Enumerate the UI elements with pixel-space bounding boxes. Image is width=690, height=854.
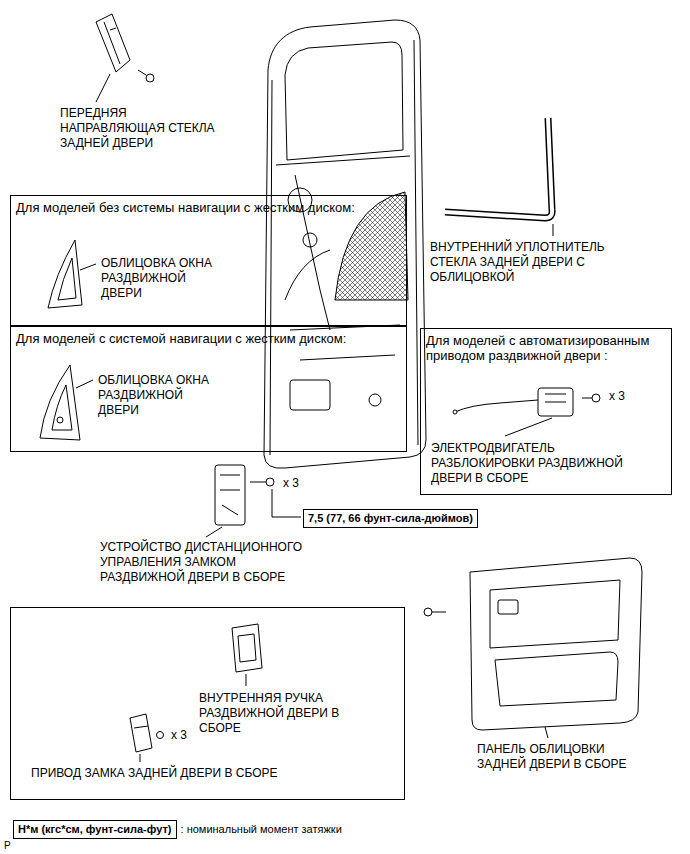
release-motor-shape [592, 394, 600, 402]
release-motor [453, 388, 600, 436]
lock-remote-control-shape [266, 478, 274, 486]
node-text: x 3 [609, 389, 625, 404]
node-text: x 3 [171, 728, 187, 743]
part-label: : номинальный момент затяжки [181, 822, 342, 837]
node-text: ЭЛЕКТРОДВИГАТЕЛЬ РАЗБЛОКИРОВКИ РАЗДВИЖНО… [431, 441, 631, 486]
lock-actuator-shape [130, 714, 152, 752]
lock-remote-control-shape [215, 465, 245, 525]
node-text: Для моделей с системой навигации с жестк… [16, 331, 401, 346]
release-motor-shape [538, 388, 573, 416]
front-glass-guide-shape [96, 14, 130, 72]
front-glass-guide [96, 14, 154, 102]
release-motor-shape [582, 398, 592, 399]
variant-box: Для моделей с автоматизированным приводо… [420, 328, 672, 495]
part-label: УСТРОЙСТВО ДИСТАНЦИОННОГО УПРАВЛЕНИЯ ЗАМ… [100, 540, 305, 585]
window-trim-shape [40, 365, 80, 440]
lock-actuator-shape [134, 726, 148, 728]
node-text: ОБЛИЦОВКА ОКНА РАЗДВИЖНОЙ ДВЕРИ [101, 256, 226, 301]
front-glass-guide-shape [104, 22, 120, 64]
front-glass-guide-shape [146, 74, 154, 82]
lock-actuator-shape [140, 754, 141, 762]
door-frame [264, 20, 426, 468]
variant-box: Для моделей с системой навигации с жестк… [10, 326, 407, 452]
part-label: ПЕРЕДНЯЯ НАПРАВЛЯЮЩАЯ СТЕКЛА ЗАДНЕЙ ДВЕР… [60, 106, 225, 151]
lock-remote-control-shape [206, 527, 222, 537]
lock-remote-control-shape [250, 482, 266, 483]
door-trim-panel [424, 558, 642, 738]
door-trim-panel-shape [432, 612, 446, 613]
part-label: x 3 [283, 476, 299, 491]
window-trim-shape [76, 380, 93, 388]
glass-seal-shape [445, 118, 552, 218]
inside-handle-shape [232, 624, 262, 672]
torque-box: Н*м (кгс*см, фунт-сила-фут) [13, 820, 177, 839]
door-frame-shape [290, 380, 330, 410]
node-text: Для моделей без системы навигации с жест… [16, 200, 401, 215]
release-motor-shape [545, 394, 566, 402]
release-motor-shape [453, 410, 457, 414]
variant-box: Для моделей без системы навигации с жест… [10, 195, 407, 326]
part-label: P [4, 838, 11, 853]
lock-actuator [130, 714, 164, 762]
door-trim-panel-shape [424, 608, 432, 616]
release-motor-shape [455, 400, 538, 412]
node-text: 7,5 (77, 66 фунт-сила-дюймов) [308, 511, 473, 526]
window-trim-shape [58, 258, 76, 300]
lock-remote-control [206, 465, 301, 537]
door-frame-shape [264, 20, 426, 468]
window-trim-shape [80, 264, 96, 270]
part-label: ВНУТРЕННИЙ УПЛОТНИТЕЛЬ СТЕКЛА ЗАДНЕЙ ДВЕ… [430, 240, 615, 285]
glass-seal-shape [445, 118, 552, 218]
node-text: ПРИВОД ЗАМКА ЗАДНЕЙ ДВЕРИ В СБОРЕ [31, 766, 331, 781]
node-text: ВНУТРЕННЯЯ РУЧКА РАЗДВИЖНОЙ ДВЕРИ В СБОР… [199, 691, 349, 736]
door-frame-shape [285, 42, 403, 160]
glass-seal-shape [553, 224, 554, 236]
torque-box: 7,5 (77, 66 фунт-сила-дюймов) [303, 509, 478, 528]
part-label: ПАНЕЛЬ ОБЛИЦОВКИ ЗАДНЕЙ ДВЕРИ В СБОРЕ [477, 742, 652, 772]
inside-handle-shape [238, 634, 256, 662]
window-trim-shape [48, 240, 82, 308]
node-text: ОБЛИЦОВКА ОКНА РАЗДВИЖНОЙ ДВЕРИ [98, 373, 223, 418]
front-glass-guide-shape [138, 70, 146, 75]
lock-actuator-shape [157, 732, 164, 739]
door-trim-panel-shape [498, 600, 518, 614]
door-trim-panel-shape [470, 558, 642, 730]
glass-seal [445, 118, 553, 236]
lock-remote-control-shape [220, 475, 240, 515]
lock-remote-control-shape [272, 489, 301, 517]
door-trim-panel-shape [495, 652, 618, 706]
front-glass-guide-shape [96, 74, 110, 102]
release-motor-shape [505, 418, 552, 436]
inside-handle-shape [246, 674, 247, 686]
node-text: Для моделей с автоматизированным приводо… [426, 333, 666, 363]
door-frame-shape [276, 156, 410, 165]
inside-handle [232, 624, 262, 686]
door-frame-shape [270, 40, 418, 455]
window-trim-shape [52, 385, 72, 430]
window-trim-shape [57, 417, 63, 423]
node-text: Н*м (кгс*см, фунт-сила-фут) [18, 822, 172, 837]
door-trim-panel-shape [545, 727, 548, 738]
variant-box: ВНУТРЕННЯЯ РУЧКА РАЗДВИЖНОЙ ДВЕРИ В СБОР… [10, 607, 405, 800]
door-frame-shape [369, 394, 381, 406]
door-trim-panel-shape [490, 580, 620, 648]
